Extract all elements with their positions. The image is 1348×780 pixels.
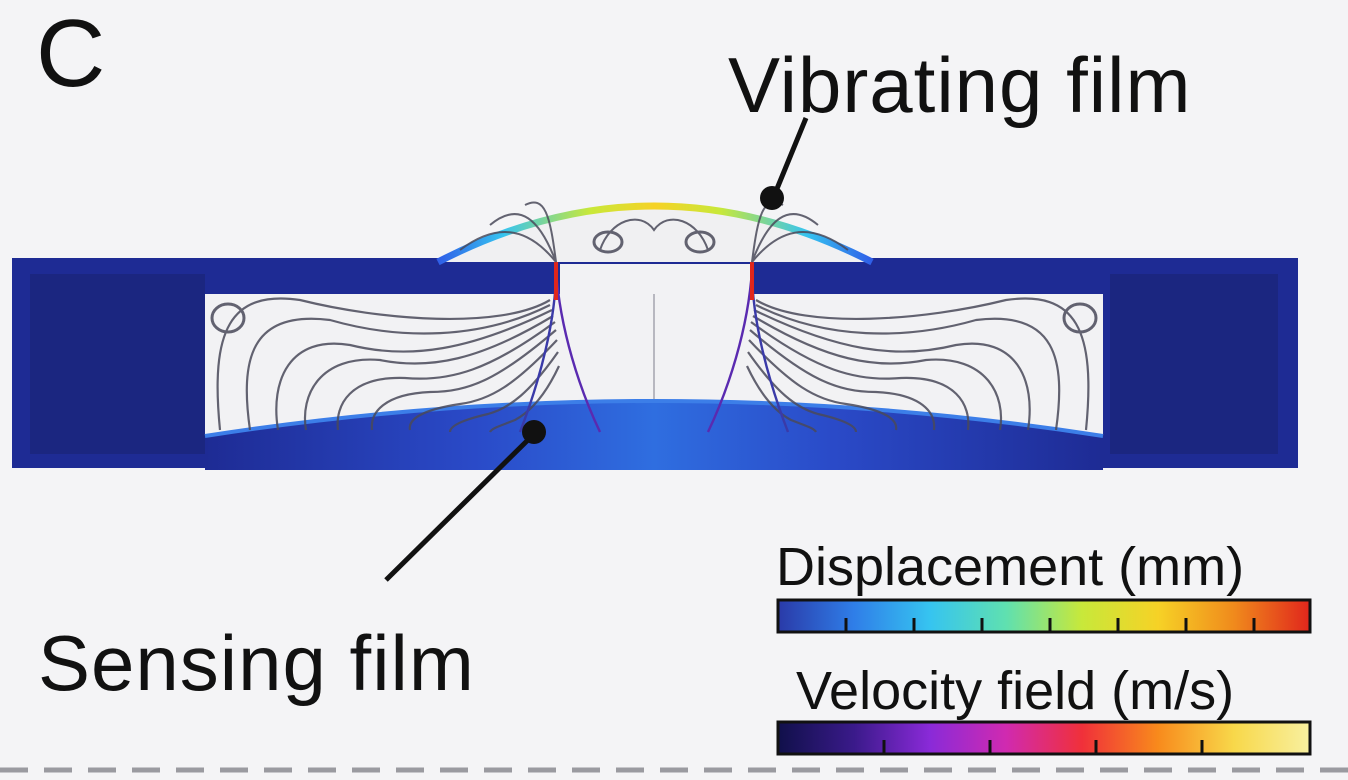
velocity-title: Velocity field (m/s) [796,661,1235,721]
dome-streamlines [459,201,849,263]
sensing-film-label: Sensing film [38,619,475,707]
vibrating-film-label: Vibrating film [728,41,1192,129]
displacement-title: Displacement (mm) [776,537,1245,597]
device-inner-right [1110,274,1278,454]
displacement-colorbar [776,598,1312,634]
velocity-colorbar [776,720,1312,756]
vibrating-film [436,202,874,266]
callout-vibrating [760,117,809,210]
callout-sensing [384,420,546,582]
cavity-streamlines-right [746,297,1098,433]
panel-letter: C [36,0,106,107]
cavity-streamlines-left [210,297,560,433]
sensing-film [205,401,1103,470]
device-inner-left [30,274,210,454]
channel-jets [518,262,790,433]
